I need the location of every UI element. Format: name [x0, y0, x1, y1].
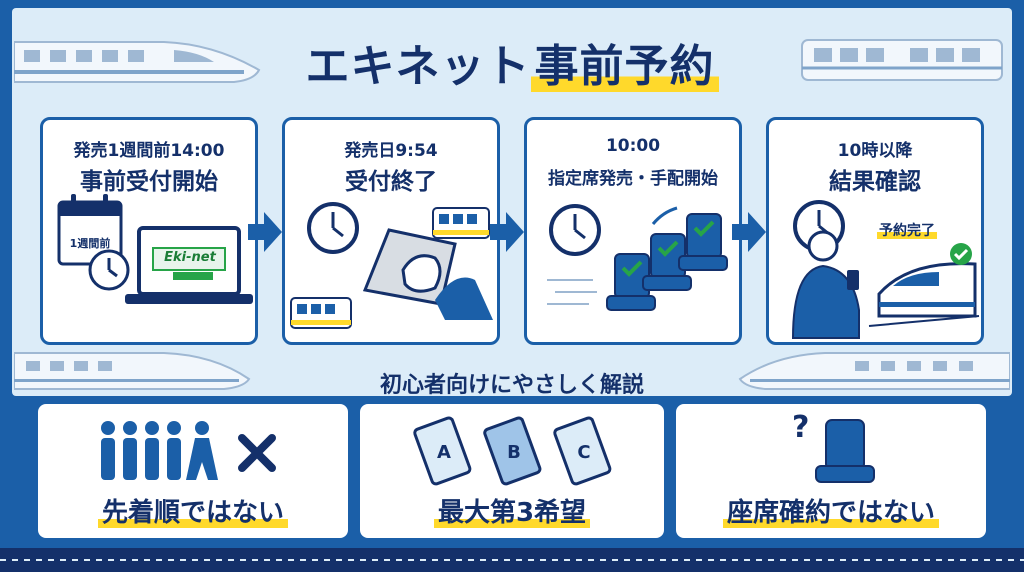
step-4-time: 10時以降 — [837, 141, 913, 161]
calendar-icon — [57, 194, 123, 266]
step-4-title: 結果確認 — [829, 169, 921, 195]
question-mark: ? — [792, 410, 810, 445]
shinkansen-lower-right-icon — [738, 352, 1010, 390]
step-1-title: 事前受付開始 — [80, 169, 218, 195]
point-card-1: 先着順ではない — [38, 404, 348, 538]
step-3-title: 指定席発売・手配開始 — [548, 169, 718, 189]
train-icon — [432, 207, 490, 239]
point-card-3: ? 座席確約ではない — [676, 404, 986, 538]
page-title: エキネット事前予約 — [0, 30, 1024, 94]
speed-lines-icon — [547, 279, 597, 305]
shinkansen-icon — [868, 262, 980, 327]
step-2-title: 受付終了 — [345, 169, 437, 195]
step-1-illustration — [57, 194, 253, 304]
ticket-b-label: B — [507, 442, 521, 463]
step-card-1: 発売1週間前14:00 事前受付開始 1週間前 Eki-net — [40, 117, 258, 345]
title-part1: エキネット — [305, 41, 531, 92]
step-card-3: 10:00 指定席発売・手配開始 — [524, 117, 742, 345]
commuter-train-right-icon — [801, 39, 1003, 81]
step-1-time: 発売1週間前14:00 — [73, 141, 225, 161]
seat-icon — [642, 233, 692, 291]
arrow-right-icon — [248, 212, 282, 252]
ticket-a-label: A — [437, 442, 451, 463]
point-2-label: 最大第3希望 — [433, 498, 591, 528]
step-2-time: 発売日9:54 — [344, 141, 438, 161]
clock-icon — [88, 249, 130, 291]
up-arrow-icon — [651, 206, 678, 225]
step-3-illustration — [547, 204, 728, 311]
person-with-phone-icon — [791, 230, 860, 339]
arrow-right-icon — [490, 212, 524, 252]
point-3-label: 座席確約ではない — [722, 498, 939, 528]
seat-question-icon — [815, 419, 875, 483]
point-1-label: 先着順ではない — [97, 498, 288, 528]
subtitle: 初心者向けにやさしく解説 — [379, 373, 644, 398]
reservation-complete-text: 予約完了 — [877, 223, 937, 239]
arrow-right-icon — [732, 212, 766, 252]
point-card-2: A B C 最大第3希望 — [360, 404, 664, 538]
x-mark-icon — [238, 434, 276, 472]
shinkansen-left-icon — [14, 41, 261, 83]
step-3-time: 10:00 — [605, 136, 661, 156]
clock-icon — [307, 202, 359, 254]
step-card-4: 10時以降 結果確認 予約完了 — [766, 117, 984, 345]
step-2-illustration — [290, 202, 493, 329]
step-4-illustration — [791, 200, 980, 339]
seat-icon — [678, 213, 728, 271]
clock-icon — [549, 204, 601, 256]
step-card-2: 発売日9:54 受付終了 — [282, 117, 500, 345]
train-icon — [290, 297, 352, 329]
laptop-icon — [125, 226, 253, 304]
seat-icon — [606, 253, 656, 311]
reservation-complete-badge: 予約完了 — [877, 220, 937, 240]
closing-laptop-icon — [362, 228, 493, 320]
ticket-c-label: C — [577, 442, 591, 463]
tickets-icon — [413, 416, 612, 486]
rail-track — [0, 548, 1024, 572]
eki-net-screen-text: Eki-net — [164, 250, 216, 265]
shinkansen-lower-left-icon — [14, 352, 251, 390]
title-part2: 事前予約 — [530, 41, 719, 92]
queue-people-icon — [101, 421, 276, 480]
calendar-text: 1週間前 — [69, 237, 111, 250]
